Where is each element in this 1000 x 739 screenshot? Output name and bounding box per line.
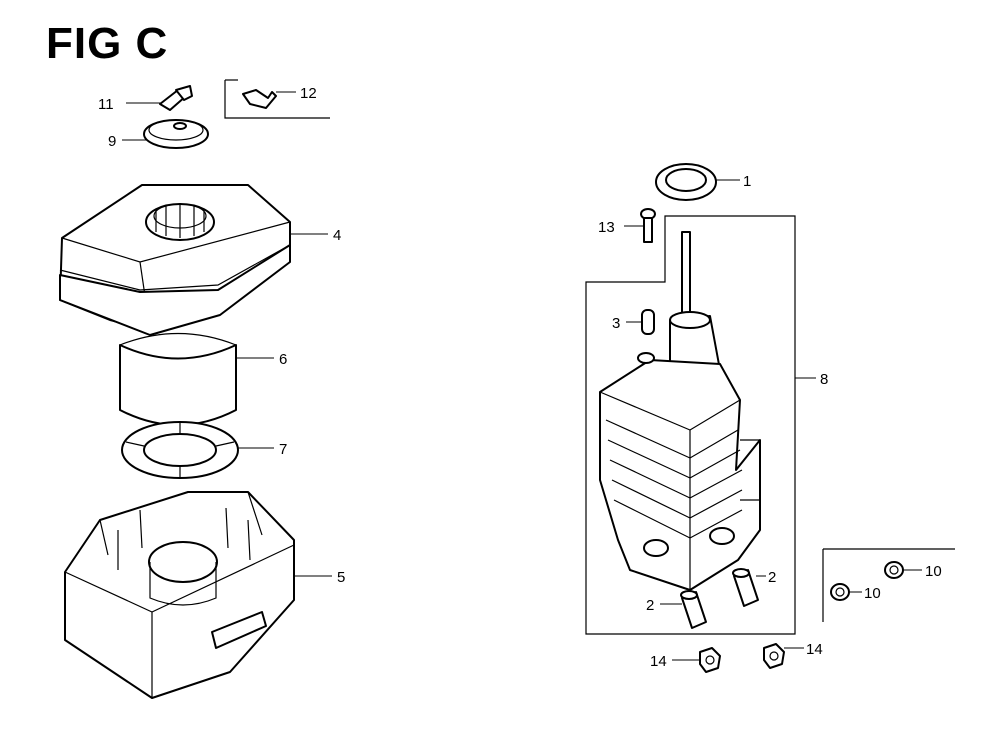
part-5-case (64, 491, 332, 699)
callout-3: 3 (612, 315, 620, 332)
part-8-main-body (599, 231, 761, 591)
part-4-cover (59, 184, 328, 336)
part-2-dowel-pins (660, 568, 766, 629)
callout-14-left: 14 (650, 653, 667, 670)
callout-2-left: 2 (646, 597, 654, 614)
part-3-dowel-pin (626, 309, 655, 335)
callout-4: 4 (333, 227, 341, 244)
callout-12: 12 (300, 85, 317, 102)
part-10-pair (822, 548, 955, 622)
callout-14-right: 14 (806, 641, 823, 658)
callout-13: 13 (598, 219, 615, 236)
part-8-bracket (585, 215, 796, 635)
callout-5: 5 (337, 569, 345, 586)
part-11-wing-bolt (126, 85, 193, 111)
callout-2-right: 2 (768, 569, 776, 586)
callout-7: 7 (279, 441, 287, 458)
part-7-gasket (121, 421, 274, 479)
figure-title: FIG C (46, 19, 169, 68)
callout-11: 11 (98, 96, 114, 113)
part-14-nuts (672, 643, 804, 673)
part-12-clip (224, 79, 330, 119)
callout-6: 6 (279, 351, 287, 368)
callout-1: 1 (743, 173, 751, 190)
part-6-filter-element (119, 332, 274, 426)
callout-8: 8 (820, 371, 828, 388)
part-13-bolt (624, 208, 656, 243)
callout-9: 9 (108, 133, 116, 150)
part-9-cap (122, 119, 209, 149)
callout-10-lower: 10 (864, 585, 881, 602)
callout-10-upper: 10 (925, 563, 942, 580)
part-1-seal-ring (655, 163, 740, 201)
